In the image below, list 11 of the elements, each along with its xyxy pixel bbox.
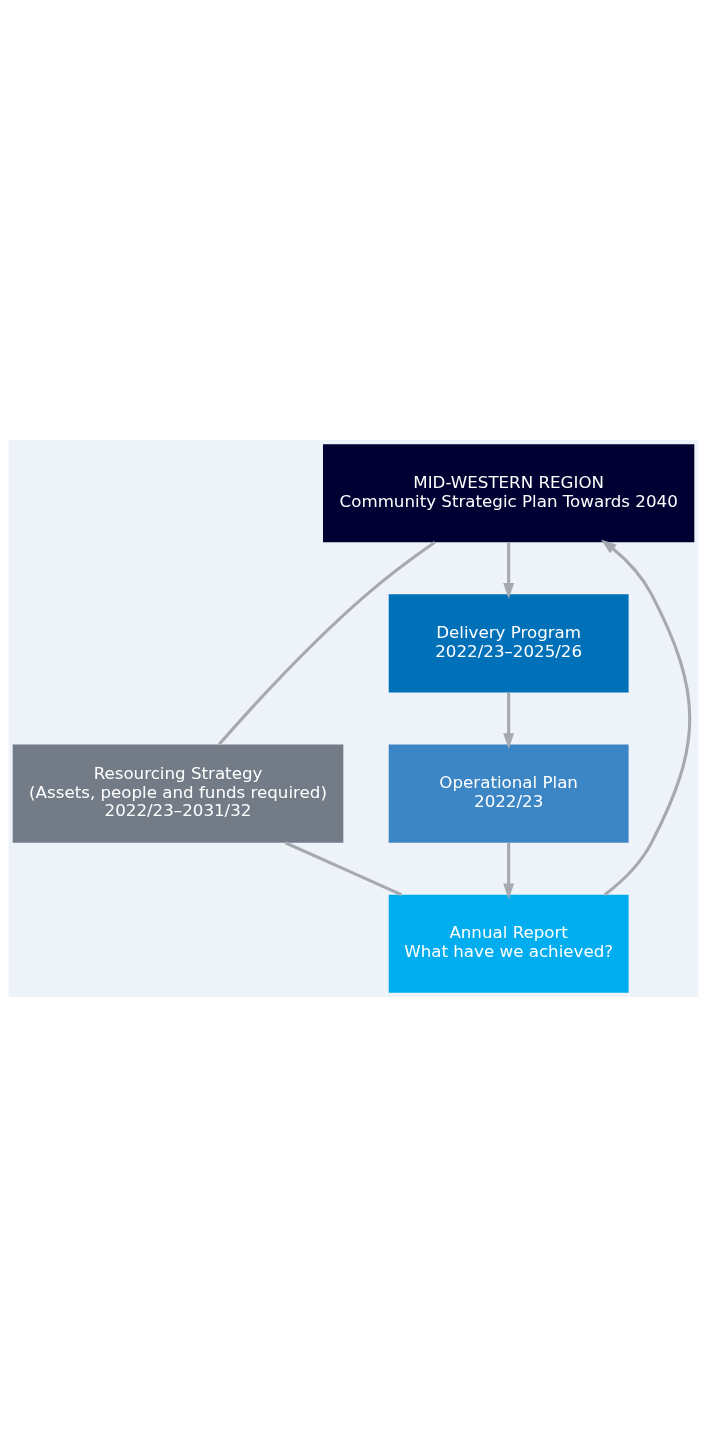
node-box: Annual Report What have we achieved? xyxy=(388,894,629,993)
connector xyxy=(284,841,402,897)
arrow xyxy=(503,692,515,749)
arrow xyxy=(503,842,515,900)
node-box: Operational Plan 2022/23 xyxy=(388,744,629,843)
node-box: MID-WESTERN REGION Community Strategic Plan Towards 2040 xyxy=(323,444,695,543)
node-box: Delivery Program 2022/23–2025/26 xyxy=(388,594,629,693)
arrow xyxy=(503,542,515,599)
arrow xyxy=(601,539,692,896)
node-box: Resourcing Strategy (Assets, people and funds required) 2022/23–2031/32 xyxy=(12,744,344,843)
connector xyxy=(217,541,436,746)
